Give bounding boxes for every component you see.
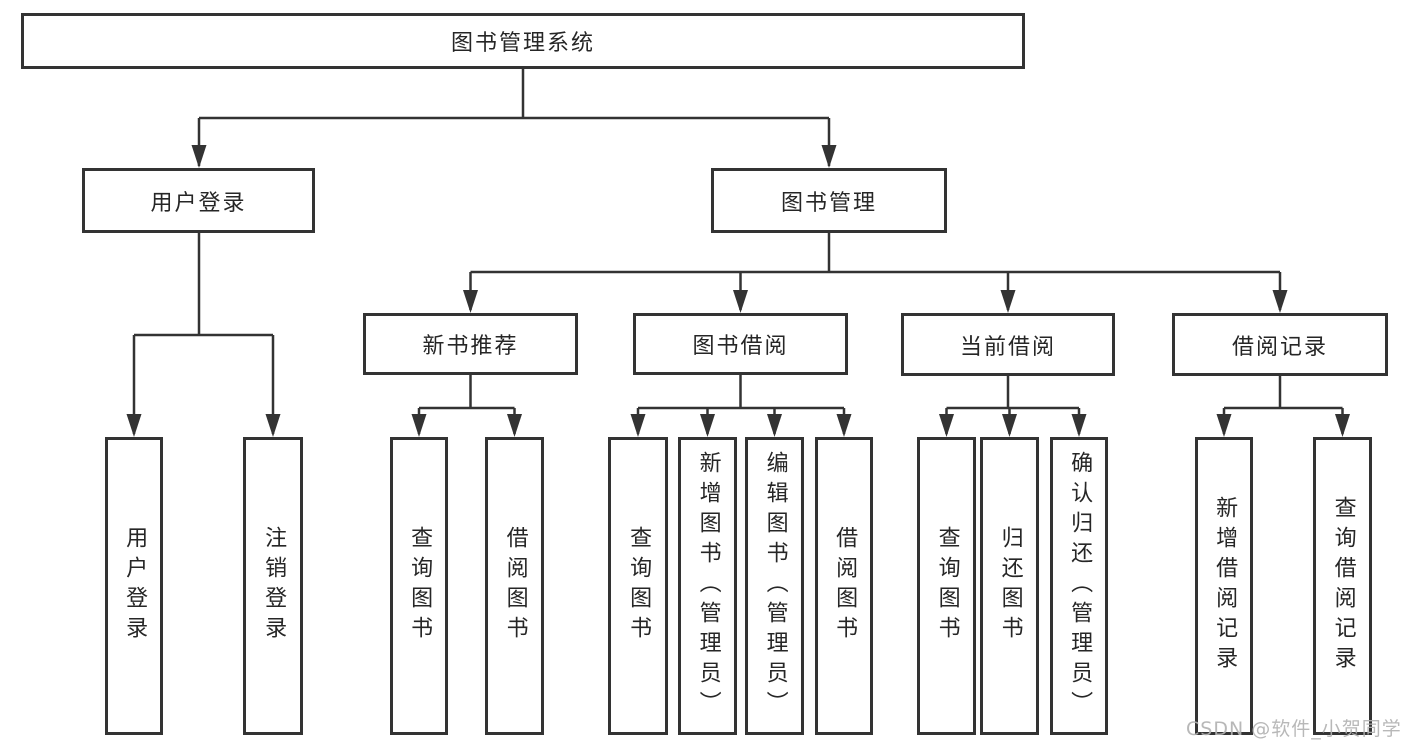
leaf-confirm-return-admin: 确认归还（管理员） xyxy=(1050,437,1108,735)
arrow-to-leaf-11 xyxy=(1071,414,1087,437)
arrow-to-leaf-6 xyxy=(700,414,715,437)
node-label: 图书管理系统 xyxy=(450,31,595,56)
arrow-to-leaf-4 xyxy=(507,414,522,437)
node-label: 编辑图书（管理员） xyxy=(762,451,788,721)
node-label: 当前借阅 xyxy=(959,334,1056,360)
arrow-to-leaf-8 xyxy=(836,414,852,437)
node-label: 确认归还（管理员） xyxy=(1067,451,1093,721)
arrow-to-leaf-9 xyxy=(939,414,954,437)
leaf-add-books-admin: 新增图书（管理员） xyxy=(678,437,737,735)
node-label: 新书推荐 xyxy=(422,334,519,359)
node-borrowing-records: 借阅记录 xyxy=(1172,313,1388,376)
node-current-borrowing: 当前借阅 xyxy=(901,313,1115,376)
arrow-to-user-login xyxy=(191,145,207,168)
node-label: 注销登录 xyxy=(261,526,287,646)
node-label: 归还图书 xyxy=(997,526,1023,646)
leaf-query-books-current: 查询图书 xyxy=(917,437,976,735)
arrow-to-leaf-3 xyxy=(411,414,427,437)
arrow-to-leaf-13 xyxy=(1335,414,1350,437)
connector-book-management-branch xyxy=(469,233,1282,310)
node-label: 借阅记录 xyxy=(1231,334,1328,360)
node-library-management-system: 图书管理系统 xyxy=(21,13,1025,69)
leaf-query-borrow-record: 查询借阅记录 xyxy=(1313,437,1372,735)
node-label: 查询图书 xyxy=(407,526,433,646)
leaf-query-books-borrowing: 查询图书 xyxy=(608,437,668,735)
arrow-to-leaf-5 xyxy=(630,414,646,437)
arrow-to-new-book xyxy=(463,290,478,313)
arrow-to-leaf-1 xyxy=(126,414,142,437)
node-label: 查询图书 xyxy=(626,526,652,646)
arrow-to-leaf-2 xyxy=(265,414,281,437)
node-label: 用户登录 xyxy=(122,526,148,646)
connector-root-branch xyxy=(197,69,831,166)
connector-book-borrowing-branch xyxy=(636,375,846,434)
connector-current-borrowing-branch xyxy=(945,375,1081,434)
arrow-to-borrowing-records xyxy=(1272,290,1288,313)
node-label: 用户登录 xyxy=(150,190,247,216)
node-label: 新增借阅记录 xyxy=(1212,496,1238,676)
node-book-borrowing: 图书借阅 xyxy=(633,313,848,375)
leaf-user-login: 用户登录 xyxy=(105,437,163,735)
node-user-login: 用户登录 xyxy=(82,168,315,233)
watermark-text: CSDN @软件_小贺同学 xyxy=(1186,718,1402,740)
arrow-to-current-borrowing xyxy=(1000,290,1016,313)
node-label: 图书管理 xyxy=(780,190,877,216)
arrow-to-leaf-7 xyxy=(767,414,782,437)
leaf-return-books: 归还图书 xyxy=(980,437,1039,735)
leaf-add-borrow-record: 新增借阅记录 xyxy=(1195,437,1253,735)
node-label: 查询借阅记录 xyxy=(1330,496,1356,676)
leaf-query-books-recommend: 查询图书 xyxy=(390,437,448,735)
node-book-management: 图书管理 xyxy=(711,168,947,233)
arrow-to-leaf-10 xyxy=(1002,414,1017,437)
node-new-book-recommendation: 新书推荐 xyxy=(363,313,578,375)
node-label: 借阅图书 xyxy=(502,526,528,646)
arrow-to-book-management xyxy=(821,145,837,168)
arrow-to-leaf-12 xyxy=(1216,414,1232,437)
node-label: 借阅图书 xyxy=(832,526,858,646)
connector-borrowing-records-branch xyxy=(1222,375,1344,434)
arrow-to-book-borrowing xyxy=(733,290,748,313)
node-label: 查询图书 xyxy=(934,526,960,646)
leaf-edit-books-admin: 编辑图书（管理员） xyxy=(745,437,804,735)
leaf-logout-login: 注销登录 xyxy=(243,437,303,735)
leaf-borrow-books-recommend: 借阅图书 xyxy=(485,437,544,735)
leaf-borrow-books-borrowing: 借阅图书 xyxy=(815,437,873,735)
node-label: 新增图书（管理员） xyxy=(695,451,721,721)
connector-new-book-branch xyxy=(417,375,516,434)
connector-user-login-branch xyxy=(132,232,275,434)
node-label: 图书借阅 xyxy=(692,334,789,359)
